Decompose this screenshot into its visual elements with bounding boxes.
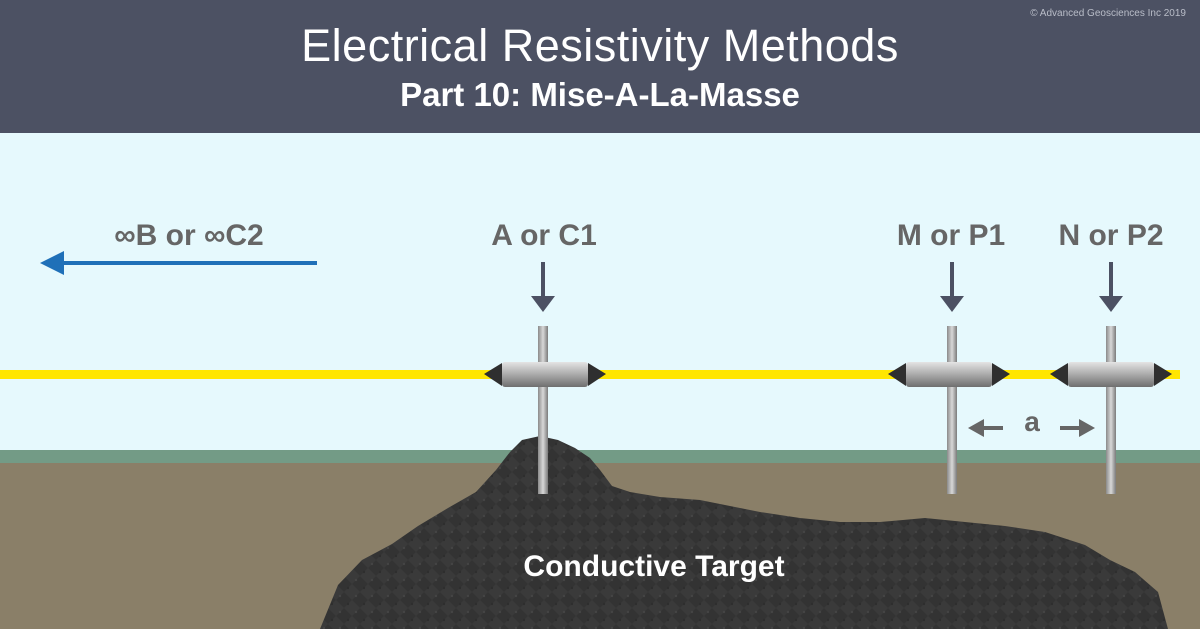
clip-right-tip (992, 363, 1010, 386)
potential-electrode-n-label: N or P2 (1058, 219, 1164, 252)
clip-left-tip (484, 363, 502, 386)
clip-left-tip (888, 363, 906, 386)
left-arrow-icon (40, 251, 317, 275)
clip-right-tip (1154, 363, 1172, 386)
clip-right-tip (588, 363, 606, 386)
conductive-target-label: Conductive Target (523, 550, 785, 583)
stake-icon (947, 326, 957, 494)
down-arrow-icon (1099, 296, 1123, 312)
spacing-left-arrow-icon (968, 419, 1003, 437)
down-arrow-icon (531, 296, 555, 312)
clip-body (906, 362, 992, 387)
copyright-notice: © Advanced Geosciences Inc 2019 (1030, 8, 1186, 19)
clip-left-tip (1050, 363, 1068, 386)
potential-electrode-m-label: M or P1 (896, 219, 1006, 252)
electrode-m (888, 262, 1010, 494)
down-arrow-icon (940, 296, 964, 312)
conductive-target-body (320, 436, 1168, 629)
stake-icon (1106, 326, 1116, 494)
clip-body (502, 362, 588, 387)
grass-strip (0, 450, 1200, 463)
stake-icon (538, 326, 548, 494)
spacing-right-arrow-icon (1060, 419, 1095, 437)
remote-electrode-label: ∞B or ∞C2 (114, 219, 264, 252)
clip-body (1068, 362, 1154, 387)
electrode-n (1050, 262, 1172, 494)
header-banner: Electrical Resistivity Methods Part 10: … (0, 0, 1200, 133)
page-title: Electrical Resistivity Methods (301, 20, 899, 71)
page-subtitle: Part 10: Mise-A-La-Masse (400, 76, 800, 113)
current-electrode-label: A or C1 (491, 219, 597, 252)
electrode-spacing-label: a (1024, 406, 1040, 437)
electrode-a (484, 262, 606, 494)
